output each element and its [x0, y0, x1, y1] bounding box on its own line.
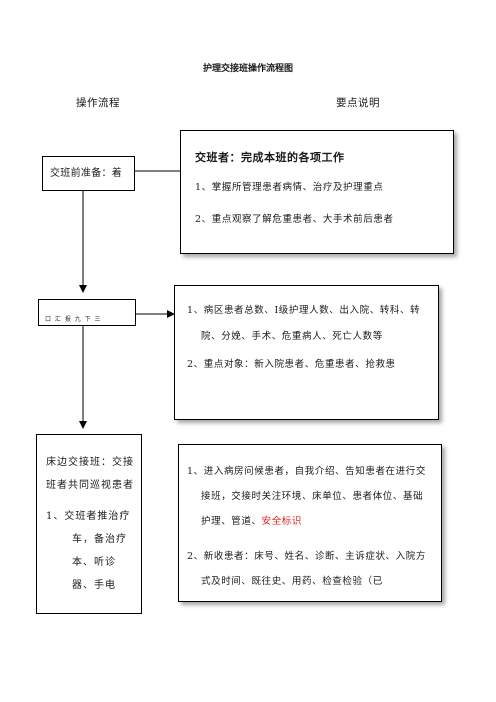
bedside-content-item-1: 1、进入病房问候患者，自我介绍、告知患者在进行交接班，交接时关注环境、床单位、患…: [187, 459, 433, 534]
bedside-content-box: 1、进入病房问候患者，自我介绍、告知患者在进行交接班，交接时关注环境、床单位、患…: [178, 444, 442, 602]
bedside-box: 床边交接班：交接班者共同巡视患者 1、交班者推治疗车，备治疗本、听诊器、手电: [36, 434, 142, 614]
report-content-item-1: 1、病区患者总数、Ⅰ级护理人数、出入院、转科、转院、分娩、手术、危重病人、死亡人…: [187, 305, 421, 342]
safety-label-highlight: 安全标识: [261, 516, 303, 527]
shift-worker-item-2: 2、重点观察了解危重患者、大手术前后患者: [195, 214, 394, 225]
bedside-content-item-1-text: 1、进入病房问候患者，自我介绍、告知患者在进行交接班，交接时关注环境、床单位、患…: [187, 466, 426, 527]
report-content-box: 1、病区患者总数、Ⅰ级护理人数、出入院、转科、转院、分娩、手术、危重病人、死亡人…: [174, 285, 439, 420]
report-content-item-2: 2、重点对象：新入院患者、危重患者、抢救患: [187, 359, 396, 370]
report-box: 口 汇 报 九 下 三: [38, 299, 136, 326]
page-title: 护理交接班操作流程图: [202, 64, 293, 74]
shift-worker-box: 交班者：完成本班的各项工作 1、掌握所管理患者病情、治疗及护理重点 2、重点观察…: [180, 130, 454, 254]
bedside-box-item: 1、交班者推治疗车，备治疗本、听诊器、手电: [46, 511, 131, 591]
bedside-box-title: 床边交接班：交接班者共同巡视患者: [46, 457, 134, 491]
shift-worker-title: 交班者：完成本班的各项工作: [195, 151, 345, 164]
right-column-header: 要点说明: [336, 97, 380, 109]
left-column-header: 操作流程: [76, 97, 120, 109]
prep-box: 交班前准备：着: [42, 156, 135, 191]
report-box-text: 口 汇 报 九 下 三: [45, 316, 102, 323]
prep-box-text: 交班前准备：着: [50, 168, 123, 179]
bedside-content-item-2: 2、新收患者：床号、姓名、诊断、主诉症状、入院方式及时间、既往史、用药、检查检验…: [187, 551, 426, 587]
shift-worker-item-1: 1、掌握所管理患者病情、治疗及护理重点: [195, 182, 384, 193]
